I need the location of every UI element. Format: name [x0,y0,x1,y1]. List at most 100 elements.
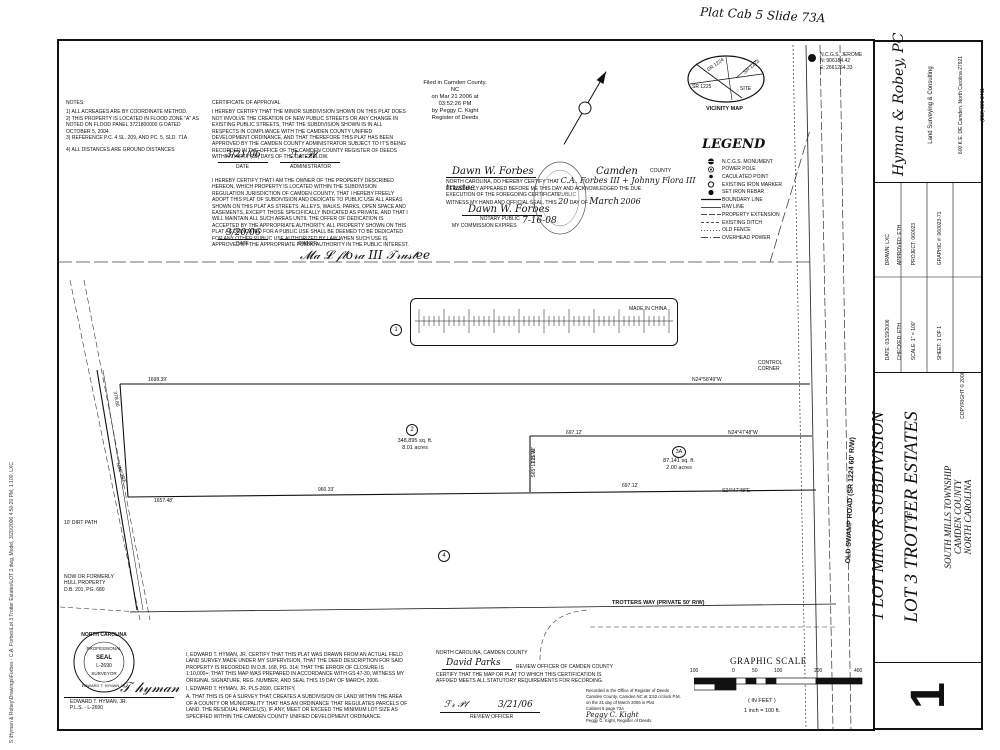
stamp-signer: Peggy C. Kight [586,711,639,719]
stamp-line: Cabinet 5 page 73A [586,706,624,711]
review-text-1: REVIEW OFFICER OF CAMDEN COUNTY [516,664,613,670]
scale-segment [735,677,747,685]
legend-label: PROPERTY EXTENSION [722,211,780,218]
lot-3a-area: 87,141 sq. ft. 2.00 acres [654,458,704,472]
surveyor-cert-p1: I, EDWARD T. HYMAN, JR. CERTIFY THAT THI… [186,652,404,684]
notary-seal [533,161,587,235]
ngs-name: N.C.G.S. JEROME [820,52,863,58]
parcel-2-marker: 2 [406,424,418,436]
scale-tick: 100 [690,668,699,674]
approval-date-label: DATE [236,164,249,170]
seal-name: EDWARD T. HYMAN JR. [81,683,127,688]
note-item: 2) THIS PROPERTY IS LOCATED IN FLOOD ZON… [66,115,199,135]
parcel-1-marker: 1 [390,324,402,336]
note-item: 4) ALL DISTANCES ARE GROUND DISTANCES [66,147,175,154]
scale-segment [775,677,817,685]
legend-label: SET IRON REBAR [722,189,765,196]
legend: N.C.G.S. MONUMENT POWER POLE CACULATED P… [700,158,810,242]
info-value: 060023-71 [936,211,943,236]
vicinity-road-label: SR 1225 [692,84,712,90]
info-value: 03/19/2006 [884,319,891,345]
iron-marker-icon [700,181,722,188]
graphic-scale-bar [694,677,863,691]
legend-item: R/W LINE [700,204,810,212]
bottom-line-distance-mid: 960.33' [318,487,335,493]
administrator-label: ADMINISTRATOR [290,164,331,170]
stamp-line: Peggy C. Kight, Register of Deeds [586,718,652,723]
ngs-monument-icon [700,158,722,165]
calculated-point-icon [700,173,722,180]
top-line-bearing: N24°58'49"W [692,377,722,383]
administrator-signature: ℱ𝓇 𝒫𝓁 [290,150,316,161]
file-path-margin-text: S:\Hyman & Robey\Drawings\Forbes - C.A. … [8,462,15,744]
scale-tick: 400 [854,668,863,674]
stamp-line: Recorded in the Office of Register of De… [586,688,670,693]
info-value: LXC [884,233,891,244]
notary-month: March [589,197,620,207]
title-block: Hyman & Robey, PC Land Surveying & Consu… [868,33,986,730]
info-approved: APPROVED: ETH [896,195,903,266]
bottom-line-distance-lot: 697.12' [622,483,639,489]
scale-tick: 200 [814,668,823,674]
fence-icon [700,227,722,234]
recording-info: Filed in Camden County, NC on Mar 21 200… [420,80,490,122]
info-label: DRAWN: [884,245,891,266]
seal-state: NORTH CAROLINA [81,632,127,638]
scale-segment [694,677,737,685]
info-value: ETH [896,224,903,235]
register-stamp: Recorded in the Office of Register of De… [586,688,684,724]
legend-label: CACULATED POINT [722,173,769,180]
parcel-2-sqft: 348,895 sq. ft. [397,438,433,444]
overhead-power-icon [700,234,722,241]
notary-year: 2006 [620,197,641,206]
scale-segment [815,677,863,685]
commission-value: 7-16-08 [522,216,557,226]
legend-item: BOUNDARY LINE [700,196,810,204]
legend-item: POWER POLE [700,166,810,174]
title-area: 1 LOT MINOR SUBDIVISION OF LOT 3 TROTTER… [868,372,981,663]
sheet-number: 1 [901,681,955,709]
firm-name: Hyman & Robey, PC [891,32,907,176]
surveyor-seal [73,631,135,693]
scale-segment [714,683,737,691]
scale-segment [765,677,777,685]
review-text-2: CERTIFY THAT THE MAP OR PLAT TO WHICH TH… [436,672,604,685]
ruler-label: MADE IN CHINA [629,306,667,312]
info-date: DATE: 03/19/2006 [885,290,891,360]
approval-text: I HEREBY CERTIFY THAT THE MINOR SUBDIVIS… [212,109,406,161]
graphic-scale-ratio: 1 inch = 100 ft. [744,708,781,714]
note-item: 1) ALL ACREAGES ARE BY COORDINATE METHOD… [66,109,188,116]
legend-label: EXISTING DITCH [722,219,763,226]
legend-item: EXISTING IRON MARKER [700,181,810,189]
notary-text: NORTH CAROLINA, DO HEREBY CERTIFY THAT C… [446,176,696,193]
info-label: GRAPHIC #: [936,236,943,266]
scale-tick: 100 [774,668,783,674]
info-label: PROJECT: [910,241,917,266]
lot-top-distance: 697.12' [566,430,583,436]
legend-label: OLD FENCE [722,227,751,234]
ditch-icon [700,219,722,226]
info-label: DATE: [884,345,891,361]
stamp-line: on the 21 day of March 2006 in Plat [586,700,654,705]
lot-3a-marker: 3A [672,446,686,458]
notary-public-label: NOTARY PUBLIC [480,216,520,222]
surveyor-pls: P.L.S. - L-2690 [70,705,103,712]
lot-top-bearing: N24°47'48"W [728,430,758,436]
title-line-1: 1 LOT MINOR SUBDIVISION [868,411,887,621]
legend-item: SET IRON REBAR [700,188,810,196]
recording-line: by Peggy C. Kight [431,108,479,114]
notary-day: 20 [558,197,569,206]
owner-label: OWNER [298,241,318,247]
property-extension-icon [700,211,722,218]
legend-label: R/W LINE [722,204,745,211]
project-info-grid: DATE: 03/19/2006 CHECKED: ETH SCALE: 1" … [875,182,981,373]
surveyor-name-text: EDWARD T. HYMAN, JR. [70,699,127,705]
review-signature: ℱ𝓇 𝒫𝓁 [444,700,468,710]
notary-owner-names: C.A. Forbes III + Johnny Flora III trust… [446,176,696,193]
info-sheet: SHEET: 1 OF 1 [937,290,943,360]
info-project: PROJECT: 060023 [911,195,917,265]
legend-item: OLD FENCE [700,226,810,234]
boundary-line-icon [700,196,722,203]
reviewer-name: David Parks [446,658,501,668]
graphic-scale-ticks: 100 0 50 100 200 400 [690,668,866,676]
